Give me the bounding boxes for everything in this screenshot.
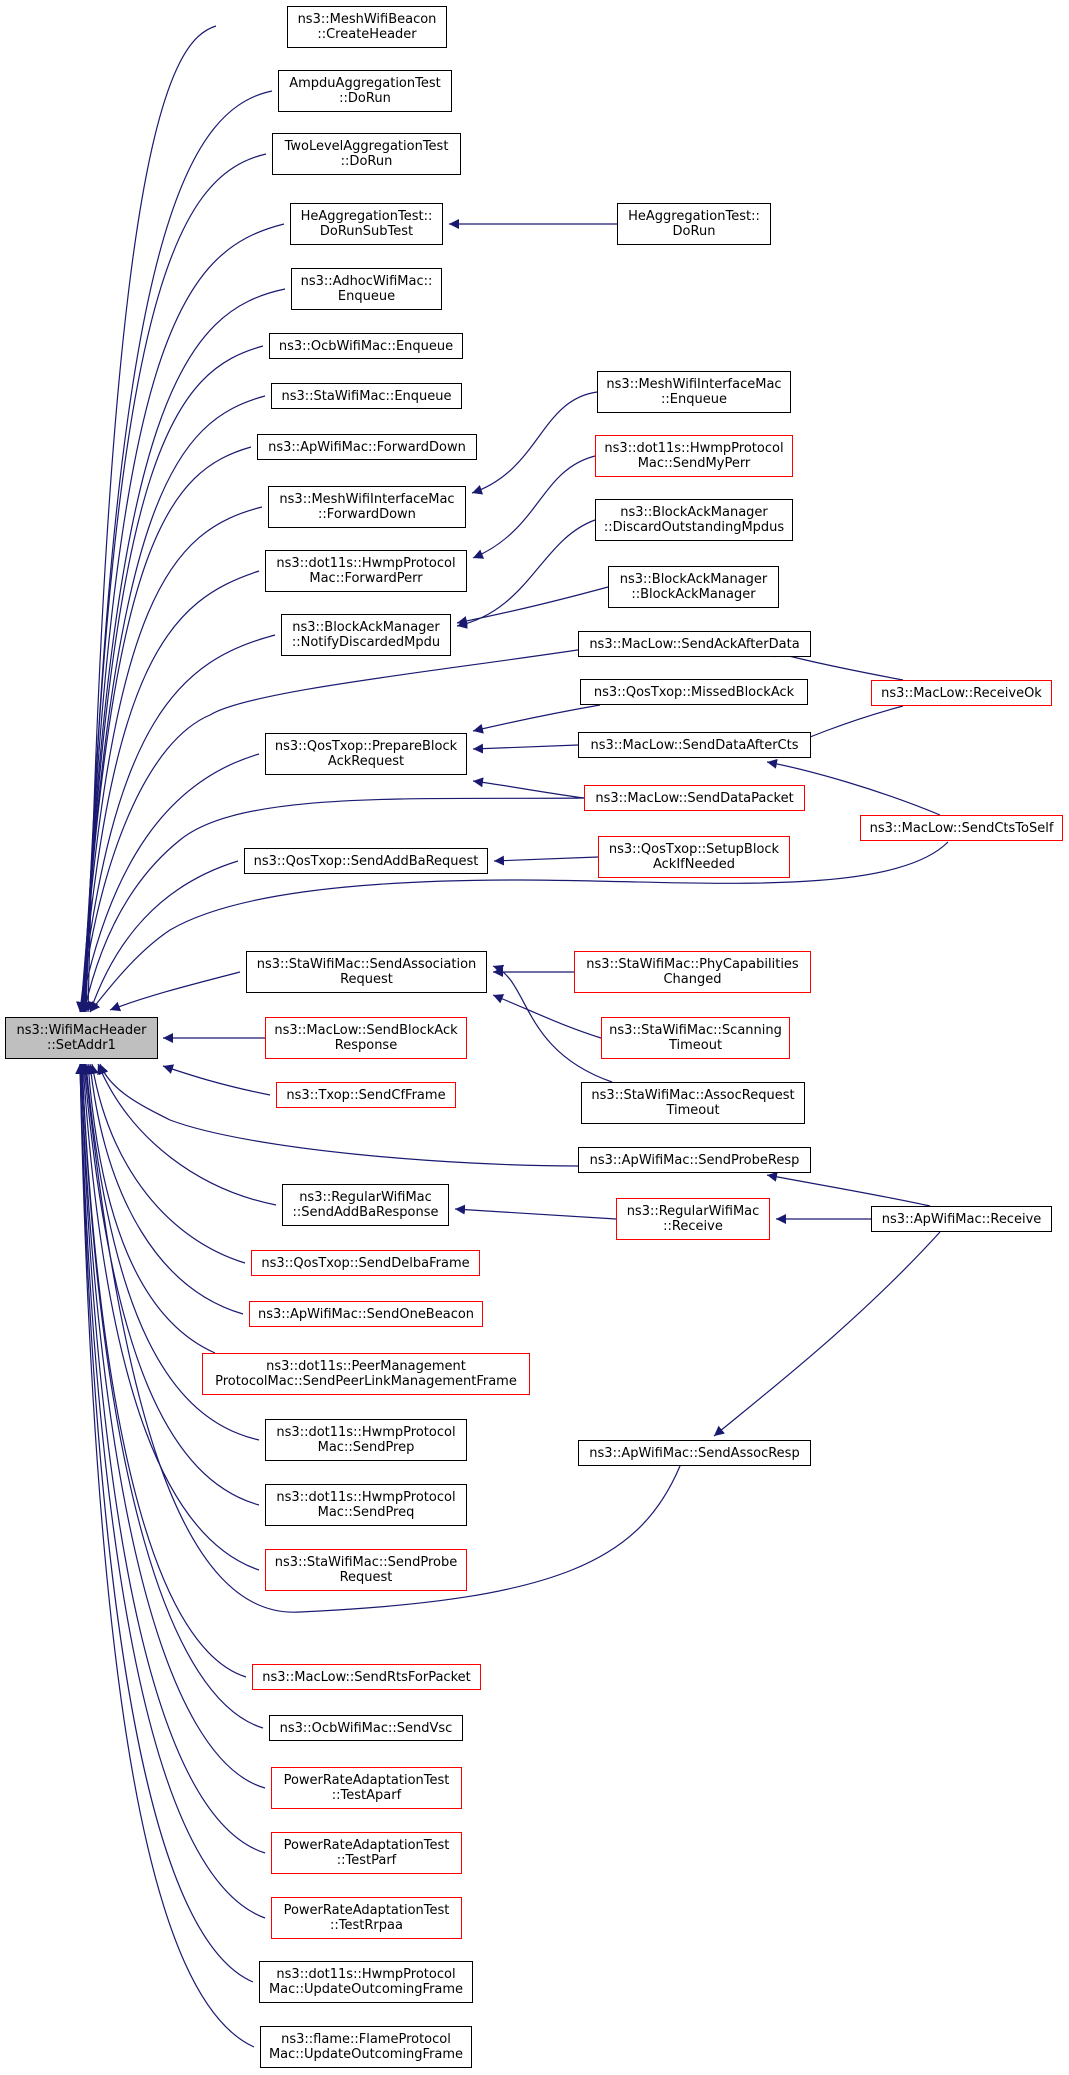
edge-n3-to-root [80,153,267,1013]
edge-n11a-to-n11 [456,519,596,629]
edge-n23-to-root [88,1063,246,1264]
edge-n33-to-root [76,1063,266,1854]
node-n15[interactable]: ns3::MacLow::SendDataPacket [584,785,805,811]
node-n6[interactable]: ns3::OcbWifiMac::Enqueue [269,333,463,359]
node-n4a[interactable]: HeAggregationTest:: DoRun [617,203,771,245]
edge-n9-to-root [76,506,263,1013]
node-n33[interactable]: PowerRateAdaptationTest ::TestParf [271,1832,462,1874]
edge-n18b-to-n18 [492,994,602,1039]
node-n12[interactable]: ns3::MacLow::SendAckAfterData [578,631,811,657]
node-n14b[interactable]: ns3::MacLow::SendDataAfterCts [578,732,811,758]
node-n8[interactable]: ns3::ApWifiMac::ForwardDown [257,434,477,460]
node-n11a[interactable]: ns3::BlockAckManager ::DiscardOutstandin… [595,499,793,541]
edge-n8-to-root [77,446,252,1013]
node-n9a[interactable]: ns3::MeshWifiInterfaceMac ::Enqueue [597,371,791,413]
edge-n22-to-root [97,1063,277,1206]
edge-n9a-to-n9 [471,391,598,495]
edge-n35-to-root [75,1063,254,1983]
node-n25[interactable]: ns3::dot11s::PeerManagement ProtocolMac:… [202,1353,530,1395]
node-n26[interactable]: ns3::dot11s::HwmpProtocol Mac::SendPrep [265,1419,467,1461]
edge-n14b-to-n14 [472,743,579,754]
node-n18a[interactable]: ns3::StaWifiMac::PhyCapabilities Changed [574,951,811,993]
edge-n12-to-root [76,645,605,1013]
edge-n21-to-root [98,1063,579,1167]
node-n10[interactable]: ns3::dot11s::HwmpProtocol Mac::ForwardPe… [265,550,467,592]
node-n36[interactable]: ns3::flame::FlameProtocol Mac::UpdateOut… [260,2026,472,2068]
edge-n32-to-root [76,1063,266,1789]
node-n17a[interactable]: ns3::QosTxop::SetupBlock AckIfNeeded [598,836,790,878]
node-n7[interactable]: ns3::StaWifiMac::Enqueue [271,383,462,409]
edge-n25-to-root [83,1063,216,1354]
node-n20[interactable]: ns3::Txop::SendCfFrame [276,1082,456,1108]
edge-n17-to-root [88,860,239,1013]
node-n24[interactable]: ns3::ApWifiMac::SendOneBeacon [249,1301,483,1327]
edge-n16-to-root [89,841,949,1013]
node-n4[interactable]: HeAggregationTest:: DoRunSubTest [290,203,443,245]
edge-n5-to-root [78,288,286,1013]
edge-n16-to-n14b [766,758,941,816]
edge-n18-to-root [109,971,241,1012]
node-n22a[interactable]: ns3::RegularWifiMac ::Receive [616,1198,770,1240]
node-n5[interactable]: ns3::AdhocWifiMac:: Enqueue [291,268,442,310]
edge-n11b-to-n11 [456,586,609,626]
node-n1[interactable]: ns3::MeshWifiBeacon ::CreateHeader [287,6,447,48]
node-n18c[interactable]: ns3::StaWifiMac::AssocRequest Timeout [581,1082,805,1124]
edge-n10-to-root [76,570,260,1013]
node-n17[interactable]: ns3::QosTxop::SendAddBaRequest [244,848,488,874]
node-n9[interactable]: ns3::MeshWifiInterfaceMac ::ForwardDown [268,486,466,528]
edge-n20-to-root [162,1064,271,1096]
node-n10a[interactable]: ns3::dot11s::HwmpProtocol Mac::SendMyPer… [595,435,793,477]
node-root: ns3::WifiMacHeader ::SetAddr1 [5,1017,158,1059]
node-n11[interactable]: ns3::BlockAckManager ::NotifyDiscardedMp… [281,614,451,656]
edge-n14a-to-n14 [472,704,601,734]
node-n21[interactable]: ns3::ApWifiMac::SendProbeResp [578,1147,811,1173]
node-n18[interactable]: ns3::StaWifiMac::SendAssociation Request [246,951,487,993]
edge-n31-to-root [77,1063,264,1729]
node-n35[interactable]: ns3::dot11s::HwmpProtocol Mac::UpdateOut… [259,1961,473,2003]
node-n2[interactable]: AmpduAggregationTest ::DoRun [278,70,452,112]
node-n14a[interactable]: ns3::QosTxop::MissedBlockAck [580,679,808,705]
edge-n36-to-root [75,1063,255,2048]
edge-n34-to-root [75,1063,266,1919]
edge-n22a-to-n22 [454,1204,617,1220]
node-n22[interactable]: ns3::RegularWifiMac ::SendAddBaResponse [282,1184,449,1226]
node-n27[interactable]: ns3::ApWifiMac::SendAssocResp [578,1440,811,1466]
edge-n15-to-n14 [472,777,585,799]
edge-n4-to-root [79,223,285,1013]
edge-n27-to-root [81,1063,681,1613]
edge-n14-to-root [77,753,260,1013]
node-n22b[interactable]: ns3::ApWifiMac::Receive [871,1206,1052,1232]
edge-n22b-to-n27 [713,1231,941,1437]
node-n23[interactable]: ns3::QosTxop::SendDelbaFrame [251,1250,480,1276]
node-n14[interactable]: ns3::QosTxop::PrepareBlock AckRequest [265,733,467,775]
node-n34[interactable]: PowerRateAdaptationTest ::TestRrpaa [271,1897,462,1939]
edge-n1-to-root [83,25,217,1013]
edge-n28-to-root [79,1063,260,1506]
edge-n24-to-root [86,1063,244,1315]
edge-n26-to-root [81,1063,260,1441]
node-n30[interactable]: ns3::MacLow::SendRtsForPacket [252,1664,481,1690]
node-n19[interactable]: ns3::MacLow::SendBlockAck Response [265,1017,467,1059]
edge-n29-to-root [78,1063,260,1571]
edge-n22b-to-n21 [766,1171,931,1207]
edge-n7-to-root [77,395,266,1013]
edge-n10a-to-n10 [472,455,596,559]
node-n32[interactable]: PowerRateAdaptationTest ::TestAparf [271,1767,462,1809]
node-n29[interactable]: ns3::StaWifiMac::SendProbe Request [265,1549,467,1591]
edge-n18c-to-n18 [492,964,613,1083]
node-n3[interactable]: TwoLevelAggregationTest ::DoRun [272,133,461,175]
node-n18b[interactable]: ns3::StaWifiMac::Scanning Timeout [601,1017,790,1059]
node-n28[interactable]: ns3::dot11s::HwmpProtocol Mac::SendPreq [265,1484,467,1526]
edge-n6-to-root [78,345,264,1013]
node-n16[interactable]: ns3::MacLow::SendCtsToSelf [860,815,1063,841]
edge-n17a-to-n17 [493,855,599,866]
node-n11b[interactable]: ns3::BlockAckManager ::BlockAckManager [608,566,779,608]
edge-n11-to-root [76,634,276,1013]
node-n31[interactable]: ns3::OcbWifiMac::SendVsc [269,1715,463,1741]
edge-n15-to-root [81,797,585,1013]
node-n13[interactable]: ns3::MacLow::ReceiveOk [871,680,1052,706]
